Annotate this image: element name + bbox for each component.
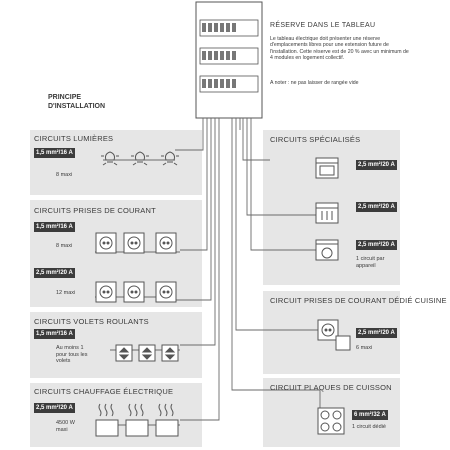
desc-volets: Au moins 1 pour tous les volets	[56, 345, 88, 364]
desc-cuisine: 6 maxi	[356, 345, 373, 351]
badge-lumieres: 1,5 mm²/16 A	[34, 148, 75, 158]
oven-icon	[315, 157, 339, 179]
desc-specialises-3: 1 circuit par appareil	[356, 256, 385, 269]
panel-title-lumieres: CIRCUITS LUMIÈRES	[34, 134, 114, 143]
panel-bg-lumieres	[30, 130, 202, 195]
badge-prises-1: 1,5 mm²/16 A	[34, 222, 75, 232]
badge-specialises-2: 2,5 mm²/20 A	[356, 202, 397, 212]
radiator-icon	[95, 403, 179, 437]
badge-plaques: 6 mm²/32 A	[352, 410, 388, 420]
panel-title-cuisine: CIRCUIT PRISES DE COURANT DÉDIÉ CUISINE	[270, 296, 447, 305]
desc-prises-2: 12 maxi	[56, 290, 76, 296]
desc-prises-1: 8 maxi	[56, 243, 73, 249]
socket-icon-row-2	[95, 281, 177, 303]
desc-plaques: 1 circuit dédié	[352, 424, 386, 430]
reserve-note: A noter : ne pas laisser de rangée vide	[270, 80, 359, 86]
panel-title-chauffage: CIRCUITS CHAUFFAGE ÉLECTRIQUE	[34, 387, 174, 396]
desc-chauffage: 4500 W maxi	[56, 420, 75, 433]
panel-title-specialises: CIRCUITS SPÉCIALISÉS	[270, 135, 361, 144]
badge-specialises-1: 2,5 mm²/20 A	[356, 160, 397, 170]
badge-specialises-3: 2,5 mm²/20 A	[356, 240, 397, 250]
reserve-title: RÉSERVE DANS LE TABLEAU	[270, 22, 376, 29]
cooktop-icon	[317, 407, 345, 435]
desc-lumieres: 8 maxi	[56, 172, 73, 178]
principle-title-line1: PRINCIPE	[48, 94, 82, 101]
badge-chauffage: 2,5 mm²/20 A	[34, 403, 75, 413]
badge-cuisine: 2,5 mm²/20 A	[356, 328, 397, 338]
lightbulb-icon	[101, 151, 179, 166]
electrical-board-icon	[195, 1, 263, 119]
panel-title-prises: CIRCUITS PRISES DE COURANT	[34, 206, 156, 215]
principle-title-line2: D'INSTALLATION	[48, 103, 106, 110]
panel-title-volets: CIRCUITS VOLETS ROULANTS	[34, 317, 149, 326]
badge-prises-2: 2,5 mm²/20 A	[34, 268, 75, 278]
panel-title-plaques: CIRCUIT PLAQUES DE CUISSON	[270, 383, 392, 392]
kitchen-socket-icon	[317, 319, 351, 351]
dishwasher-icon	[315, 202, 339, 224]
reserve-text: Le tableau électrique doit présenter une…	[270, 36, 409, 61]
socket-icon	[95, 232, 177, 254]
shutter-switch-icon	[115, 344, 179, 362]
washing-machine-icon	[315, 239, 339, 261]
badge-volets: 1,5 mm²/16 A	[34, 329, 75, 339]
